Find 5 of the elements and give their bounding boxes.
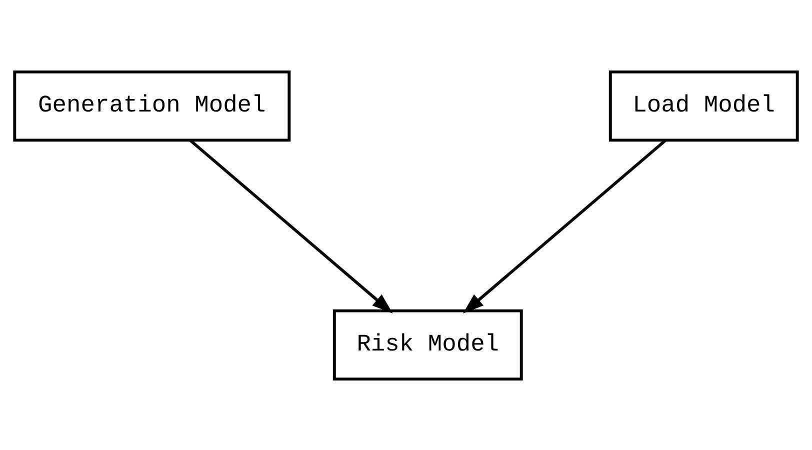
- node-box: Generation Model: [13, 70, 291, 142]
- arrow: [189, 138, 393, 313]
- node-box: Risk Model: [332, 308, 523, 380]
- node-box: Load Model: [608, 70, 799, 142]
- arrow: [462, 138, 666, 313]
